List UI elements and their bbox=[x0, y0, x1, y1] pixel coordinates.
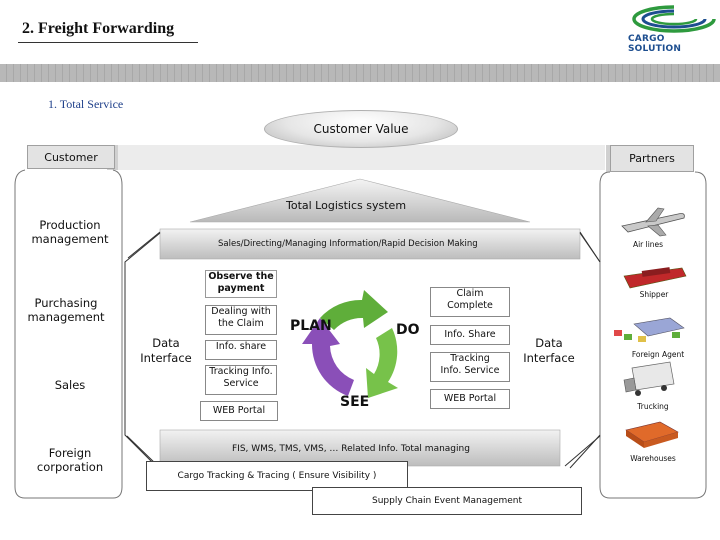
fis-bar-shape bbox=[159, 429, 561, 467]
section-subtitle: 1. Total Service bbox=[48, 97, 124, 111]
scem-box: Supply Chain Event Management bbox=[312, 487, 582, 515]
tracking-info-right-box: Tracking Info. Service bbox=[430, 352, 510, 382]
fis-bar-label: FIS, WMS, TMS, VMS, … Related Info. Tota… bbox=[232, 444, 470, 454]
foreign-agent-icon bbox=[614, 317, 685, 342]
partner-shipper: Shipper bbox=[639, 290, 669, 299]
page-title: 2. Freight Forwarding bbox=[22, 20, 175, 37]
partner-airlines: Air lines bbox=[632, 240, 664, 249]
logo-text: CARGO SOLUTION bbox=[628, 34, 682, 54]
cargo-solution-logo-icon bbox=[632, 4, 716, 33]
partner-foreign-agent: Foreign Agent bbox=[631, 350, 685, 359]
cycle-arrow-green bbox=[320, 290, 388, 330]
truck-icon bbox=[623, 361, 675, 396]
cycle-see-label: SEE bbox=[340, 394, 370, 410]
partner-trucking: Trucking bbox=[637, 402, 669, 411]
customer-value-ellipse: Customer Value bbox=[264, 110, 458, 148]
web-portal-right-box: WEB Portal bbox=[430, 389, 510, 409]
sales-bar-label: Sales/Directing/Managing Information/Rap… bbox=[218, 239, 478, 249]
logistics-system-label: Total Logistics system bbox=[286, 199, 407, 212]
info-share-right-box: Info. Share bbox=[430, 325, 510, 345]
customer-column-frame bbox=[14, 169, 123, 499]
cargo-tracking-box: Cargo Tracking & Tracing ( Ensure Visibi… bbox=[146, 461, 408, 491]
data-interface-left: Data Interface bbox=[140, 336, 192, 365]
warehouse-icon bbox=[625, 421, 679, 448]
customer-item-purchasing: Purchasing management bbox=[27, 296, 105, 324]
customer-box: Customer bbox=[27, 145, 115, 169]
partners-label: Partners bbox=[629, 152, 675, 165]
cycle-plan-label: PLAN bbox=[290, 318, 332, 334]
airplane-icon bbox=[621, 207, 685, 237]
cycle-do-label: DO bbox=[396, 322, 420, 338]
cycle-arrow-green-2 bbox=[366, 328, 398, 398]
partners-box: Partners bbox=[610, 145, 694, 172]
info-share-left-box: Info. share bbox=[205, 340, 277, 360]
customer-item-foreign: Foreign corporation bbox=[36, 446, 104, 474]
customer-item-sales: Sales bbox=[54, 378, 86, 392]
customer-value-label: Customer Value bbox=[313, 122, 409, 136]
claim-complete-box: Claim Complete bbox=[430, 287, 510, 317]
tracking-info-left-box: Tracking Info. Service bbox=[205, 365, 277, 395]
scem-label: Supply Chain Event Management bbox=[371, 496, 523, 506]
customer-item-production: Production management bbox=[31, 218, 109, 246]
customer-label: Customer bbox=[44, 150, 98, 164]
partner-column-frame bbox=[599, 171, 707, 499]
customer-banner bbox=[115, 145, 605, 170]
ship-icon bbox=[623, 267, 687, 289]
claim-dealing-box: Dealing with the Claim bbox=[205, 305, 277, 335]
data-interface-right: Data Interface bbox=[523, 336, 575, 365]
title-underline bbox=[18, 42, 198, 43]
logistics-triangle bbox=[189, 178, 531, 223]
web-portal-left-box: WEB Portal bbox=[200, 401, 278, 421]
cargo-tracking-label: Cargo Tracking & Tracing ( Ensure Visibi… bbox=[177, 471, 377, 481]
sales-bar-shape bbox=[159, 228, 581, 260]
header-bar bbox=[0, 64, 720, 82]
observe-payment-box: Observe the payment bbox=[205, 270, 277, 298]
cycle-arrow-purple bbox=[302, 318, 354, 396]
partner-warehouses: Warehouses bbox=[630, 454, 676, 463]
